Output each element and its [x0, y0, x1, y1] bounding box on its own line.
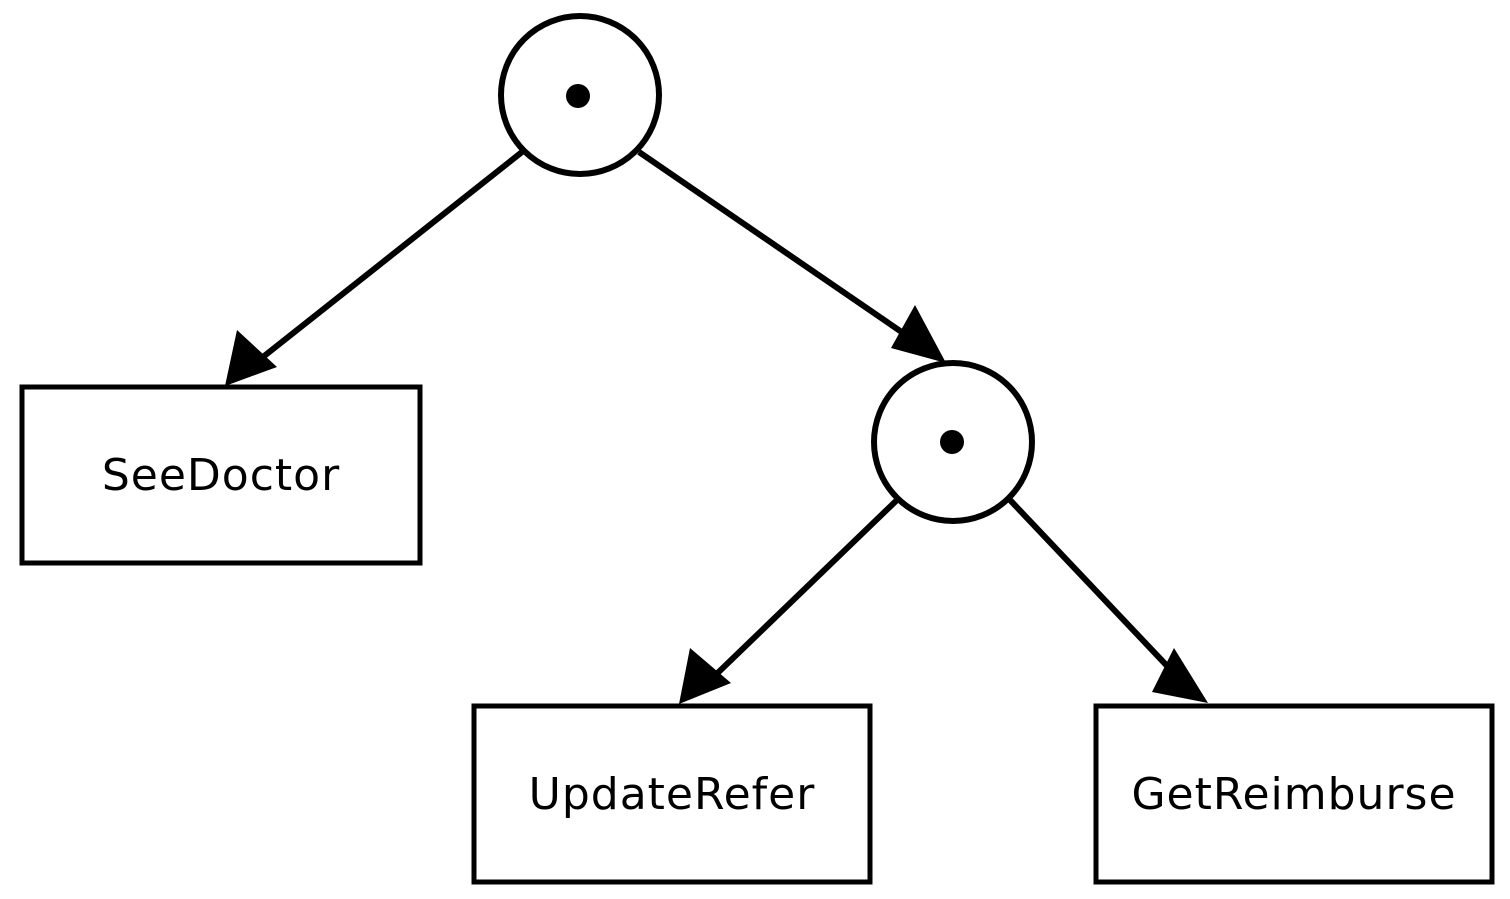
token-dot-branch	[940, 430, 964, 454]
edge-line-branch-updaterefer	[697, 497, 900, 693]
node-root-state[interactable]	[498, 13, 662, 177]
task-label-updaterefer: UpdateRefer	[529, 769, 816, 820]
edge-branch-to-updaterefer	[679, 497, 900, 704]
task-label-seedoctor: SeeDoctor	[102, 450, 340, 501]
edge-root-to-seedoctor	[225, 149, 524, 386]
edge-line-root-seedoctor	[242, 149, 524, 375]
node-task-seedoctor[interactable]: SeeDoctor	[19, 384, 423, 566]
arrowhead-updaterefer	[679, 648, 731, 704]
token-dot-root	[566, 84, 590, 108]
edge-line-root-branch	[637, 149, 927, 351]
arrowhead-getreimburse	[1152, 648, 1208, 703]
node-task-updaterefer[interactable]: UpdateRefer	[471, 703, 873, 885]
task-box-seedoctor[interactable]	[19, 384, 423, 566]
task-box-getreimburse[interactable]	[1093, 703, 1495, 885]
task-box-updaterefer[interactable]	[471, 703, 873, 885]
edge-branch-to-getreimburse	[1007, 497, 1208, 703]
node-task-getreimburse[interactable]: GetReimburse	[1093, 703, 1495, 885]
arrowhead-branch	[891, 305, 946, 363]
edge-line-branch-getreimburse	[1007, 497, 1191, 691]
node-branch-state[interactable]	[871, 360, 1035, 524]
edge-root-to-branch	[637, 149, 946, 363]
arrowhead-seedoctor	[225, 330, 277, 386]
task-label-getreimburse: GetReimburse	[1131, 769, 1456, 820]
